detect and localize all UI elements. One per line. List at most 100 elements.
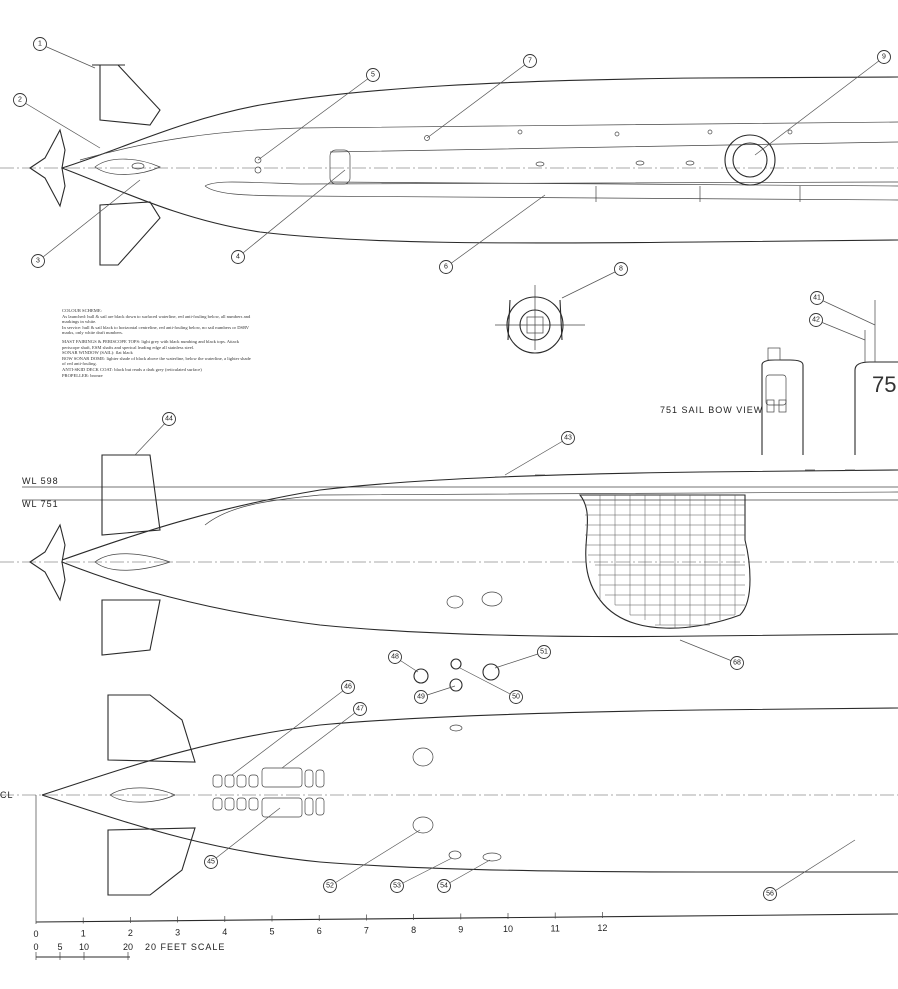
callout-number-3: 3 xyxy=(36,258,40,265)
callout-8: 8 xyxy=(614,262,628,276)
callout-43: 43 xyxy=(561,431,575,445)
lower-stern-plane xyxy=(99,201,161,266)
side-hull-bottom xyxy=(61,561,898,638)
callout-9: 9 xyxy=(877,50,891,64)
callout-circle-48 xyxy=(388,650,402,664)
feet-label-0: 0 xyxy=(33,942,38,952)
sail-598-window-b xyxy=(778,399,787,413)
leader-8 xyxy=(561,268,622,299)
callout-leaders xyxy=(19,43,885,895)
side-hull-top xyxy=(61,469,898,561)
callout-circle-45 xyxy=(204,855,218,869)
callout-number-8: 8 xyxy=(619,266,623,273)
metre-label-0: 0 xyxy=(33,929,38,939)
callout-circle-51 xyxy=(537,645,551,659)
plan-port-a xyxy=(412,747,434,767)
callout-5: 5 xyxy=(366,68,380,82)
sail-bow-view-caption: 751 SAIL BOW VIEW xyxy=(660,405,763,415)
detail-48 xyxy=(413,668,429,684)
callout-number-48: 48 xyxy=(391,654,399,661)
callout-number-41: 41 xyxy=(813,295,821,302)
callout-circle-9 xyxy=(877,50,891,64)
leader-54 xyxy=(443,859,491,887)
side-port-b xyxy=(481,591,503,607)
callout-circle-2 xyxy=(13,93,27,107)
callout-number-50: 50 xyxy=(512,694,520,701)
deck-fitting-d xyxy=(787,129,793,135)
callout-circle-46 xyxy=(341,680,355,694)
sail-front-views: 75 751 SAIL BOW VIEW xyxy=(660,300,898,455)
leader-9 xyxy=(754,56,885,156)
callout-circle-47 xyxy=(353,702,367,716)
escape-hatch-ring xyxy=(724,134,776,186)
flood-openings-upper xyxy=(212,767,325,788)
deck-fitting-f xyxy=(635,160,645,166)
callout-number-52: 52 xyxy=(326,883,334,890)
leader-41 xyxy=(816,297,876,326)
flood-openings-lower xyxy=(212,797,325,818)
callout-3: 3 xyxy=(31,254,45,268)
callout-number-49: 49 xyxy=(417,694,425,701)
anti-skid-tile-patch xyxy=(578,494,751,629)
callout-46: 46 xyxy=(341,680,355,694)
metre-label-8: 8 xyxy=(411,925,416,935)
metre-label-7: 7 xyxy=(364,926,369,936)
leader-45 xyxy=(210,807,281,863)
callout-circle-53 xyxy=(390,879,404,893)
leader-1 xyxy=(39,43,96,69)
metre-label-5: 5 xyxy=(269,927,274,937)
callout-53: 53 xyxy=(390,879,404,893)
plan-lower-plane xyxy=(107,827,196,896)
callout-number-54: 54 xyxy=(440,883,448,890)
deck-fitting-a xyxy=(517,129,523,135)
metre-label-9: 9 xyxy=(458,925,463,935)
callout-4: 4 xyxy=(231,250,245,264)
leader-5 xyxy=(257,74,374,161)
callout-circle-43 xyxy=(561,431,575,445)
metre-label-2: 2 xyxy=(128,928,133,938)
propeller-top xyxy=(29,128,66,208)
callout-47: 47 xyxy=(353,702,367,716)
callout-68: 68 xyxy=(730,656,744,670)
sail-hull-number: 75 xyxy=(872,372,896,397)
centreline-label: CL xyxy=(0,790,14,800)
leader-42 xyxy=(815,319,866,341)
propeller-side xyxy=(29,523,66,602)
bow-detail-outer xyxy=(506,296,564,354)
sail-bow-detail xyxy=(495,285,585,354)
callout-44: 44 xyxy=(162,412,176,426)
plan-stern-contour xyxy=(109,787,176,803)
plan-view: CL xyxy=(0,658,898,918)
colour-scheme-text: COLOUR SCHEME: As launched: hull & sail … xyxy=(62,308,251,336)
callout-45: 45 xyxy=(204,855,218,869)
callout-54: 54 xyxy=(437,879,451,893)
metre-label-10: 10 xyxy=(503,924,513,934)
detail-49 xyxy=(449,678,463,692)
callout-42: 42 xyxy=(809,313,823,327)
deck-fitting-7 xyxy=(424,135,430,141)
callout-circle-3 xyxy=(31,254,45,268)
sail-598-window xyxy=(765,374,787,406)
hull-outline-upper xyxy=(61,76,898,169)
leader-7 xyxy=(426,60,531,139)
sail-598-bow xyxy=(761,359,804,455)
callout-number-68: 68 xyxy=(733,660,741,667)
side-port-a xyxy=(446,595,464,609)
sail-751-bow xyxy=(854,361,898,455)
callout-number-2: 2 xyxy=(18,97,22,104)
plan-port-c xyxy=(449,724,463,732)
callout-number-5: 5 xyxy=(371,72,375,79)
callout-circle-49 xyxy=(414,690,428,704)
callout-52: 52 xyxy=(323,879,337,893)
metre-label-12: 12 xyxy=(597,923,607,933)
feet-label-5: 5 xyxy=(57,942,62,952)
callout-circle-42 xyxy=(809,313,823,327)
vent-2 xyxy=(254,166,262,174)
callout-number-44: 44 xyxy=(165,416,173,423)
sail-598-window-a xyxy=(766,399,775,413)
metre-label-6: 6 xyxy=(317,926,322,936)
leader-47 xyxy=(281,708,361,769)
callout-number-7: 7 xyxy=(528,58,532,65)
